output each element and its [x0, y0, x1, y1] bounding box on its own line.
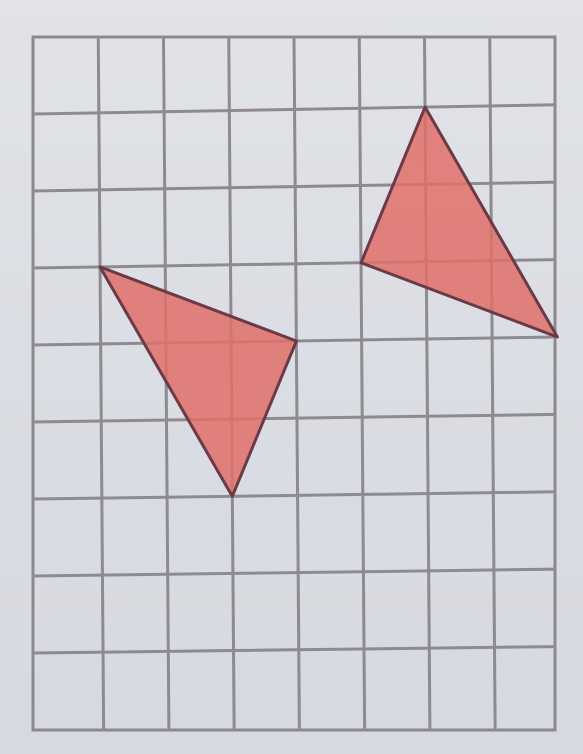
triangle-left — [98, 265, 298, 498]
triangle-right — [359, 105, 559, 339]
grid-line-vertical — [357, 35, 367, 732]
grid-line-horizontal — [31, 412, 557, 424]
grid-line-horizontal — [31, 103, 557, 116]
shapes-layer — [98, 105, 559, 498]
grid-line-horizontal — [31, 567, 557, 578]
grid-line-horizontal — [31, 490, 557, 501]
grid-line-vertical — [292, 35, 301, 732]
grid-line-horizontal — [31, 645, 557, 655]
grid-lines — [31, 35, 557, 732]
grid-line-vertical — [488, 35, 497, 732]
grid-line-vertical — [96, 35, 106, 732]
